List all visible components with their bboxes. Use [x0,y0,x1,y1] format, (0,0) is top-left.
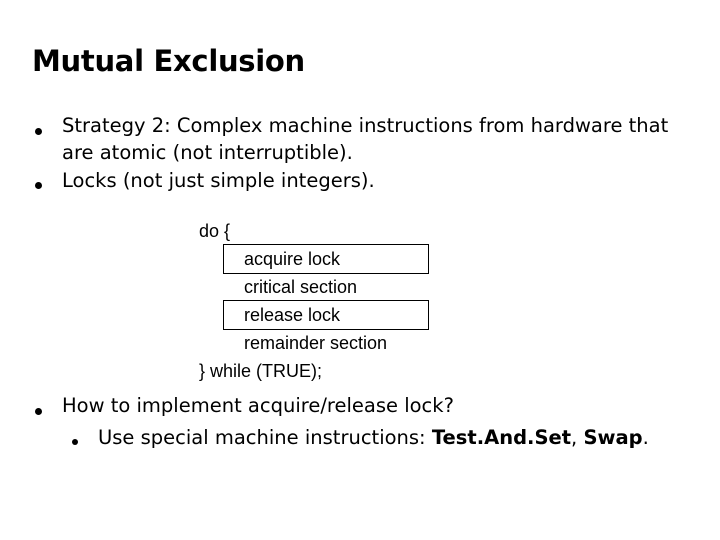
code-close: } while (TRUE); [199,361,323,381]
sub-bullet-prefix: Use special machine instructions: [98,426,432,449]
test-and-set-term: Test.And.Set [431,426,572,449]
sub-bullet-suffix: . [642,426,649,449]
code-critical: critical section [244,277,358,297]
code-open: do { [199,221,231,241]
sub-bullet-dot [72,439,78,445]
bullet-text-3: How to implement acquire/release lock? [62,394,454,417]
code-acquire: acquire lock [244,249,341,269]
acquire-lock-box [223,244,429,274]
release-lock-box [223,300,429,330]
swap-term: Swap [583,426,643,449]
code-release: release lock [244,305,341,325]
sub-bullet-text: Use special machine instructions: Test.A… [98,424,649,451]
bullet-text-1b: are atomic (not interruptible). [62,141,353,164]
code-remainder: remainder section [244,333,388,353]
bullet-dot [35,182,42,189]
bullet-dot [35,128,42,135]
bullet-text-1a: Strategy 2: Complex machine instructions… [62,114,669,137]
slide-title: Mutual Exclusion [32,44,305,78]
sub-bullet-sep: , [571,426,584,449]
bullet-dot [35,408,42,415]
bullet-text-2: Locks (not just simple integers). [62,169,375,192]
